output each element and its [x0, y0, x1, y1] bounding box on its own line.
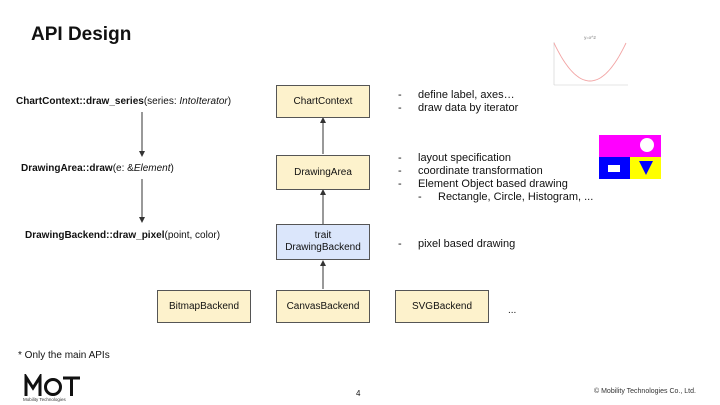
copyright: © Mobility Technologies Co., Ltd.: [594, 388, 696, 395]
bullet-item: - coordinate transformation: [398, 165, 593, 178]
bullet-dash: -: [398, 178, 402, 190]
box-label: SVGBackend: [411, 300, 473, 312]
white-circle: [640, 138, 654, 152]
bullet-text: Element Object based drawing: [418, 178, 568, 190]
chart-context-bullets: - define label, axes… - draw data by itera…: [398, 89, 518, 115]
mot-logo-icon: [24, 374, 80, 396]
bullet-text: draw data by iterator: [418, 102, 519, 114]
box-label: DrawingBackend: [285, 242, 361, 253]
bullet-subitem: - Rectangle, Circle, Histogram, ...: [398, 191, 593, 204]
parabola-thumbnail: y=x^2: [553, 35, 628, 86]
bullet-dash: -: [398, 102, 402, 114]
api-param-type: Element: [133, 163, 171, 174]
api-name: ChartContext::draw_series: [16, 96, 144, 107]
box-label-trait: trait: [314, 230, 332, 241]
bullet-dash: -: [398, 165, 402, 177]
parabola-curve: [553, 42, 627, 82]
bullet-text: Rectangle, Circle, Histogram, ...: [438, 191, 594, 203]
footnote: * Only the main APIs: [18, 350, 110, 361]
drawing-area-bullets: - layout specification - coordinate transf…: [398, 152, 593, 204]
bullet-item: - layout specification: [398, 152, 593, 165]
bullet-item: - Element Object based drawing: [398, 178, 593, 191]
api-name: DrawingBackend::draw_pixel: [25, 230, 165, 241]
white-rect: [608, 165, 620, 172]
api-name: DrawingArea::draw: [21, 163, 113, 174]
svg-backend-box: SVGBackend: [395, 290, 489, 323]
bullet-text: layout specification: [418, 152, 511, 164]
element-drawing-sample: [599, 135, 661, 179]
bullet-dash: -: [418, 191, 422, 203]
logo-company-name: Mobility Technologies: [23, 397, 66, 402]
bullet-item: - draw data by iterator: [398, 102, 518, 115]
bullet-item: - define label, axes…: [398, 89, 518, 102]
bullet-text: coordinate transformation: [418, 165, 543, 177]
page-number: 4: [356, 389, 361, 398]
bullet-dash: -: [398, 238, 402, 250]
api-param-type: IntoIterator: [179, 96, 228, 107]
bullet-text: define label, axes…: [418, 89, 515, 101]
api-params: (point, color): [164, 230, 221, 241]
box-label: BitmapBackend: [168, 300, 240, 312]
plot-title: y=x^2: [584, 35, 596, 40]
box-label: CanvasBackend: [286, 300, 360, 312]
bullet-item: - pixel based drawing: [398, 238, 515, 251]
api-draw-pixel: DrawingBackend::draw_pixel(point, color): [25, 230, 220, 241]
more-backends-ellipsis: ...: [508, 305, 517, 316]
api-close: ): [227, 96, 232, 107]
api-draw-series: ChartContext::draw_series(series: IntoIt…: [16, 96, 231, 107]
box-label: DrawingArea: [294, 166, 352, 178]
bitmap-backend-box: BitmapBackend: [157, 290, 251, 323]
bullet-dash: -: [398, 152, 402, 164]
page-title: API Design: [31, 24, 132, 45]
box-label: ChartContext: [293, 95, 353, 107]
bullet-text: pixel based drawing: [418, 238, 516, 250]
drawing-backend-bullets: - pixel based drawing: [398, 238, 515, 251]
chart-context-box: ChartContext: [276, 85, 370, 118]
blue-triangle: [639, 161, 653, 175]
api-close: ): [170, 163, 174, 174]
api-draw: DrawingArea::draw(e: &Element): [21, 163, 174, 174]
bullet-dash: -: [398, 89, 402, 101]
api-params: (series:: [143, 96, 180, 107]
drawing-area-box: DrawingArea: [276, 155, 370, 190]
canvas-backend-box: CanvasBackend: [276, 290, 370, 323]
api-params: (e: &: [112, 163, 134, 174]
